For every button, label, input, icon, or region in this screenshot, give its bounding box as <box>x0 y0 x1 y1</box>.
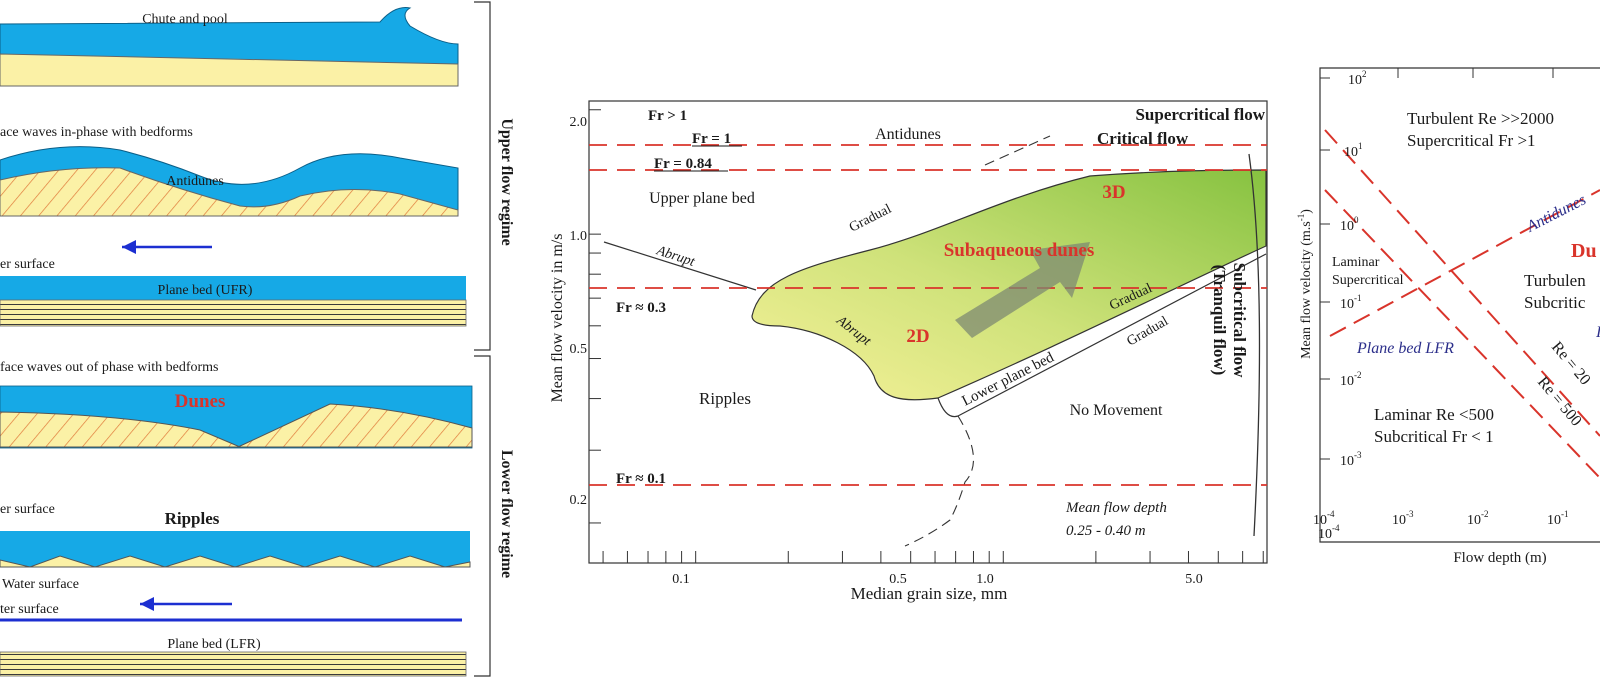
right-y-tick-labels: 102 101 100 10-1 10-2 10-3 10-4 <box>1313 69 1367 528</box>
froude-lines <box>589 144 1267 486</box>
svg-text:I: I <box>1595 324 1600 341</box>
laminar-subcritical-1: Laminar Re <500 <box>1374 405 1494 424</box>
right-chart-ticks <box>1320 68 1554 460</box>
right-chart-frame <box>1319 67 1600 543</box>
antidunes-region-label: Antidunes <box>875 126 941 143</box>
dune-stability-field <box>751 169 1267 401</box>
middle-chart-axes: 2.0 1.0 0.5 0.2 0.1 0.5 1.0 5.0 Median g… <box>549 109 1264 603</box>
laminar-supercritical-1: Laminar <box>1332 255 1380 270</box>
rt-y-1em4: 10-4 <box>1313 509 1335 528</box>
chute-and-pool-sketch: Chute and pool <box>0 7 459 87</box>
left-panel-bedforms: Chute and pool ace waves in-phase with b… <box>0 1 515 677</box>
dunes-3d-label: 3D <box>1102 182 1125 203</box>
left-arrow-icon <box>122 240 136 254</box>
dune-caption: face waves out of phase with bedforms <box>0 360 218 375</box>
subcritical-flow-label: Subcritical flow <box>1230 263 1249 378</box>
antidunes-sketch: ace waves in-phase with bedforms Antidun… <box>0 125 459 217</box>
reynolds-froude-chart: Turbulent Re >>2000 Supercritical Fr >1 … <box>1296 67 1600 566</box>
dunes-partial-label: Du <box>1571 240 1597 262</box>
right-chart-dashed-lines <box>1324 129 1600 479</box>
water-surface-label-1: Water surface <box>2 577 79 592</box>
y-tick-0-2: 0.2 <box>570 493 588 508</box>
y-axis-minor-ticks <box>589 109 601 524</box>
rt-x-1em4: 10-4 <box>1318 523 1340 542</box>
laminar-subcritical-2: Subcritical Fr < 1 <box>1374 427 1494 446</box>
y-tick-2-0: 2.0 <box>570 115 588 130</box>
plane-bed-lfr-label: Plane bed (LFR) <box>167 637 261 652</box>
antidunes-label: Antidunes <box>166 174 224 189</box>
lower-flow-regime-label: Lower flow regime <box>498 450 515 578</box>
bedform-stability-chart: Fr > 1 Fr = 1 Fr = 0.84 Fr ≈ 0.3 Fr ≈ 0.… <box>549 100 1268 603</box>
rt-y-1e0: 100 <box>1340 215 1359 234</box>
laminar-supercritical-2: Supercritical <box>1332 273 1404 288</box>
rt-x-1em2: 10-2 <box>1467 509 1489 528</box>
dunes-2d-label: 2D <box>906 326 929 347</box>
plane-bed-ufr-label: Plane bed (UFR) <box>158 283 253 298</box>
regime-brackets: Upper flow regime Lower flow regime <box>474 1 515 677</box>
critical-flow-label: Critical flow <box>1097 129 1189 148</box>
turbulent-supercritical-1: Turbulent Re >>2000 <box>1407 109 1554 128</box>
x-axis-label: Median grain size, mm <box>851 584 1008 603</box>
froude-labels: Fr > 1 Fr = 1 Fr = 0.84 Fr ≈ 0.3 Fr ≈ 0.… <box>616 108 742 487</box>
x-tick-5-0: 5.0 <box>1185 572 1203 587</box>
rt-y-1em1: 10-1 <box>1340 293 1362 312</box>
rt-x-1em1: 10-1 <box>1547 509 1569 528</box>
ripples-label: Ripples <box>165 509 220 528</box>
rt-y-1em3: 10-3 <box>1340 450 1362 469</box>
rt-x-1em3: 10-3 <box>1392 509 1414 528</box>
fr-eq-1-label: Fr = 1 <box>692 131 731 147</box>
turbulent-subcritical-2: Subcritic <box>1524 293 1586 312</box>
upper-plane-bed-label: Upper plane bed <box>649 190 755 207</box>
subaqueous-dunes-label: Subaqueous dunes <box>944 240 1095 261</box>
plane-bed-ufr-sketch: er surface Plane bed (UFR) <box>0 240 467 327</box>
plane-bed-lfr-sketch: Water surface ter surface Plane bed (LFR… <box>0 577 467 677</box>
y-axis-label: Mean flow velocity in m/s <box>549 234 566 403</box>
tranquil-flow-label: (Tranquil flow) <box>1210 265 1229 376</box>
right-chart-texts: Turbulent Re >>2000 Supercritical Fr >1 … <box>1332 109 1600 446</box>
no-movement-label: No Movement <box>1070 402 1163 419</box>
right-x-tick-labels: 10-4 10-3 10-2 10-1 <box>1318 509 1569 542</box>
fr-gt-1-label: Fr > 1 <box>648 108 687 124</box>
ripples-sketch: er surface Ripples <box>0 502 471 568</box>
rt-y-1e2: 102 <box>1348 69 1367 88</box>
fr-01-label: Fr ≈ 0.1 <box>616 471 666 487</box>
plane-bed-lfr-line-label: Plane bed LFR <box>1356 340 1454 357</box>
turbulent-supercritical-2: Supercritical Fr >1 <box>1407 131 1536 150</box>
upper-water-surface-label: er surface <box>0 257 55 272</box>
ripples-water-surface-label: er surface <box>0 502 55 517</box>
antidunes-line-label: Antidunes <box>1523 191 1589 236</box>
dunes-label: Dunes <box>175 391 226 412</box>
chute-pool-label: Chute and pool <box>142 12 228 27</box>
left-arrow-icon <box>140 597 154 611</box>
turbulent-subcritical-1: Turbulen <box>1524 271 1586 290</box>
region-labels: Antidunes Supercritical flow Critical fl… <box>649 105 1266 539</box>
trend-arrow-icon <box>955 242 1090 338</box>
y-tick-1-0: 1.0 <box>570 229 588 244</box>
water-surface-label-2: ter surface <box>0 602 59 617</box>
y-tick-0-5: 0.5 <box>570 342 588 357</box>
dunes-sketch: face waves out of phase with bedforms Du… <box>0 360 473 449</box>
flow-depth-range-label: 0.25 - 0.40 m <box>1066 523 1146 539</box>
fr-03-label: Fr ≈ 0.3 <box>616 300 666 316</box>
right-x-axis-label: Flow depth (m) <box>1453 550 1546 566</box>
x-tick-0-5: 0.5 <box>889 572 907 587</box>
ripples-region-label: Ripples <box>699 389 751 408</box>
fr-eq-084-label: Fr = 0.84 <box>654 156 712 172</box>
regime-boundaries <box>603 135 1267 547</box>
antidune-caption: ace waves in-phase with bedforms <box>0 125 193 140</box>
rt-y-1em2: 10-2 <box>1340 370 1362 389</box>
upper-flow-regime-label: Upper flow regime <box>498 118 515 245</box>
x-tick-1-0: 1.0 <box>976 572 994 587</box>
right-y-axis-label: Mean flow velocity (m.s-1) <box>1296 209 1314 359</box>
rt-y-1e1: 101 <box>1344 141 1363 160</box>
x-axis-minor-ticks <box>602 551 1264 563</box>
x-tick-0-1: 0.1 <box>672 572 690 587</box>
supercritical-flow-label: Supercritical flow <box>1135 105 1265 124</box>
mean-flow-depth-label: Mean flow depth <box>1065 500 1167 516</box>
re-2000-label: Re = 20 <box>1548 339 1594 389</box>
